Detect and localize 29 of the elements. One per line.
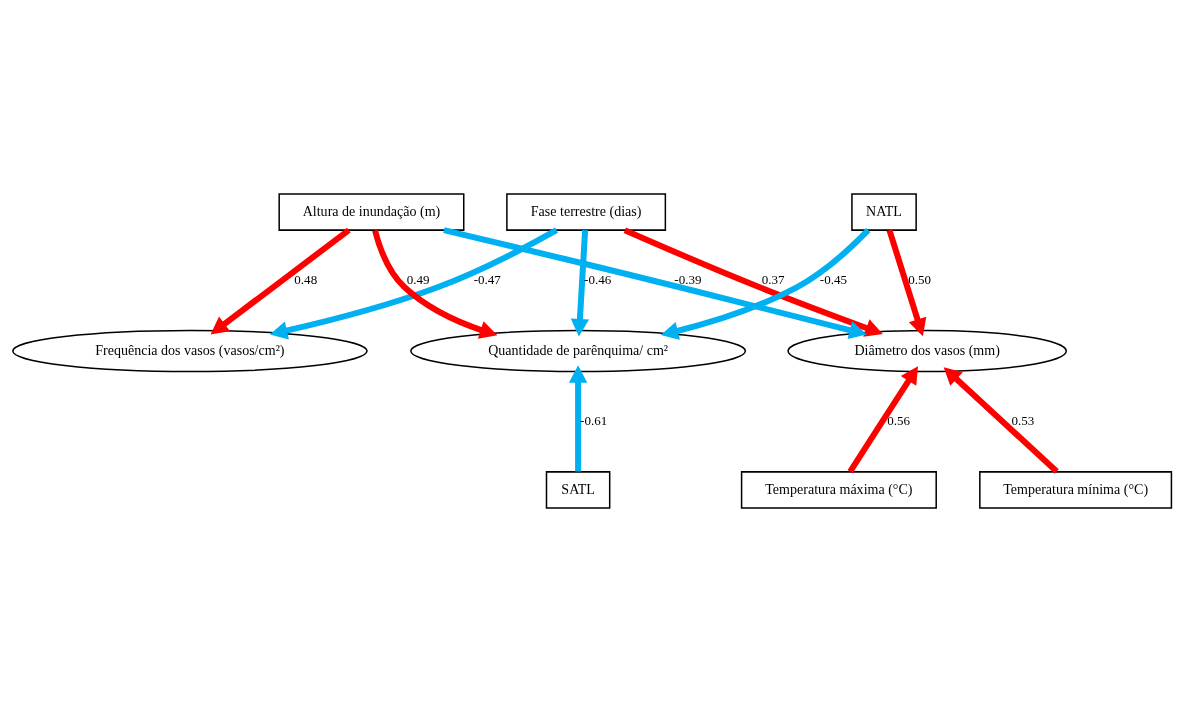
arrow (269, 227, 559, 340)
arrow (570, 229, 590, 337)
arrow (568, 365, 588, 472)
node-box: Altura de inundação (m) (278, 193, 465, 231)
arrow (372, 229, 498, 339)
edge-label: -0.39 (674, 271, 702, 287)
edge-label: 0.49 (406, 271, 430, 287)
edge-label: 0.50 (908, 271, 932, 287)
edge-label: 0.48 (294, 271, 318, 287)
arrow (943, 367, 1059, 474)
node-box: Temperatura mínima (°C) (979, 471, 1173, 509)
edge-label: 0.37 (761, 271, 785, 287)
node-ellipse: Diâmetro dos vasos (mm) (787, 329, 1068, 373)
arrow (886, 229, 927, 337)
edge-label: 0.53 (1011, 413, 1035, 429)
node-ellipse: Frequência dos vasos (vasos/cm²) (12, 329, 368, 373)
node-ellipse: Quantidade de parênquima/ cm² (410, 329, 747, 373)
arrow (660, 228, 871, 340)
edge-label: 0.56 (887, 413, 910, 429)
node-box: Temperatura máxima (°C) (740, 471, 937, 509)
arrow (847, 366, 919, 474)
arrow (623, 227, 883, 337)
node-box: SATL (545, 471, 611, 509)
edge-label: -0.47 (473, 271, 501, 287)
arrow (443, 227, 867, 340)
node-box: NATL (851, 193, 917, 231)
node-box: Fase terrestre (dias) (506, 193, 667, 231)
edge-label: -0.45 (819, 271, 847, 287)
arrow (210, 227, 351, 335)
